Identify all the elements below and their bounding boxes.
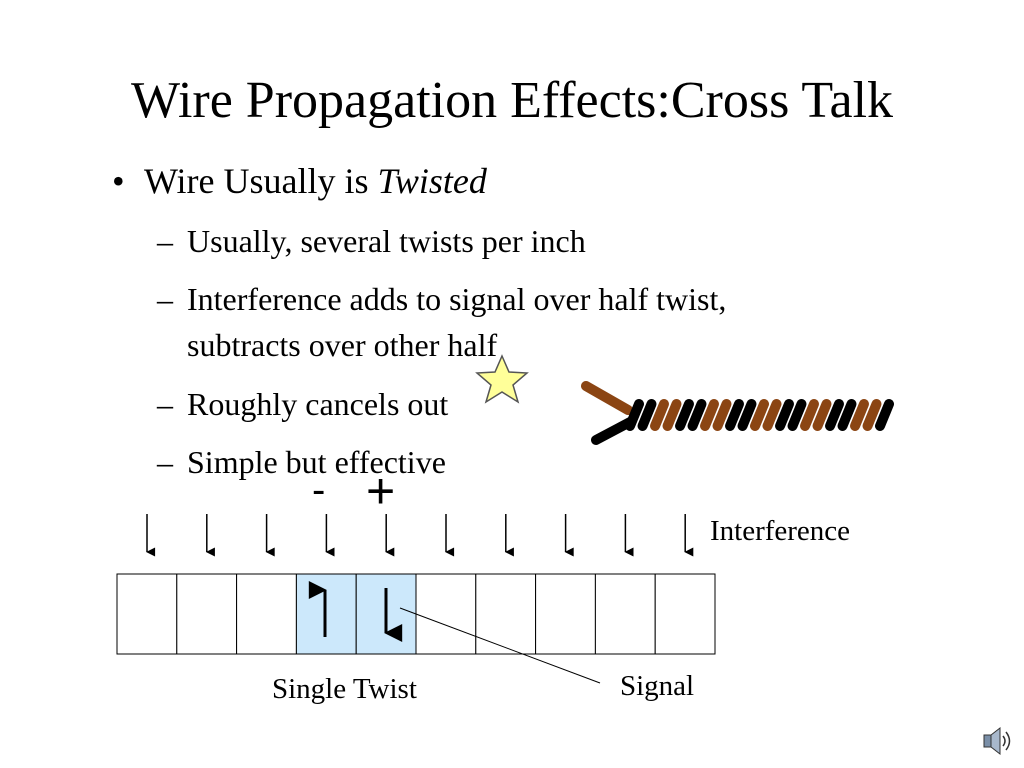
wire-cell — [116, 573, 178, 655]
wire-twist-segment — [625, 399, 644, 431]
signal-label: Signal — [620, 670, 695, 702]
wire-twist-segment — [825, 399, 844, 431]
wire-twist-segment — [662, 399, 682, 431]
wire-cell — [475, 573, 537, 655]
sub-item-4: –Simple but effective — [157, 444, 446, 480]
sub-item-text: Roughly cancels out — [187, 386, 449, 422]
wire-twist-segment — [675, 399, 694, 431]
bullet-dot: • — [112, 161, 125, 201]
sub-item-2: –Interference adds to signal over half t… — [157, 276, 726, 368]
wire-twist-segment — [875, 399, 894, 431]
signal-callout-line — [399, 607, 601, 684]
twisted-wire-illustration — [581, 381, 894, 445]
sub-item-text: Interference adds to signal over half tw… — [187, 281, 727, 317]
wire-twist-segment — [775, 399, 794, 431]
bullet-emphasis: Twisted — [377, 161, 487, 201]
wire-cell — [594, 573, 656, 655]
wire-twist-segment — [850, 399, 869, 431]
wire-cell — [535, 573, 596, 655]
interference-label: Interference — [710, 515, 851, 547]
bullet-text: Wire Usually is — [144, 161, 378, 201]
wire-cell — [415, 573, 477, 655]
minus-sign: - — [312, 468, 326, 512]
wire-twist-segment — [650, 399, 669, 431]
speaker-icon — [983, 726, 1011, 756]
wire-twist-segment — [837, 399, 857, 431]
wire-twist-segment — [787, 399, 807, 431]
wire-cell — [654, 573, 716, 655]
wire-twist-segment — [700, 399, 719, 431]
wire-cell — [176, 573, 238, 655]
wire-twist-segment — [750, 399, 769, 431]
sub-item-continuation: subtracts over other half — [187, 327, 498, 363]
wire-twist-segment — [812, 399, 832, 431]
wire-twist-segment — [725, 399, 744, 431]
wire-twist-segment — [712, 399, 732, 431]
wire-twist-segment — [737, 399, 757, 431]
main-bullet: • Wire Usually is Twisted — [112, 160, 487, 202]
wire-twist-segment — [762, 399, 782, 431]
wire-twist-segment — [637, 399, 657, 431]
wire-twist-segment — [800, 399, 819, 431]
sub-item-3: –Roughly cancels out — [157, 386, 449, 422]
wire-twist-segment — [687, 399, 707, 431]
slide-title: Wire Propagation Effects:Cross Talk — [130, 72, 894, 129]
wire-twist-segment — [862, 399, 882, 431]
wire-cell — [236, 573, 297, 655]
sub-item-1: –Usually, several twists per inch — [157, 223, 586, 259]
single-twist-label: Single Twist — [272, 673, 417, 705]
sub-item-text: Simple but effective — [187, 444, 446, 480]
plus-sign: + — [366, 463, 396, 519]
star-icon — [475, 354, 529, 404]
sub-item-text: Usually, several twists per inch — [187, 223, 586, 259]
interference-arrows — [146, 514, 694, 557]
